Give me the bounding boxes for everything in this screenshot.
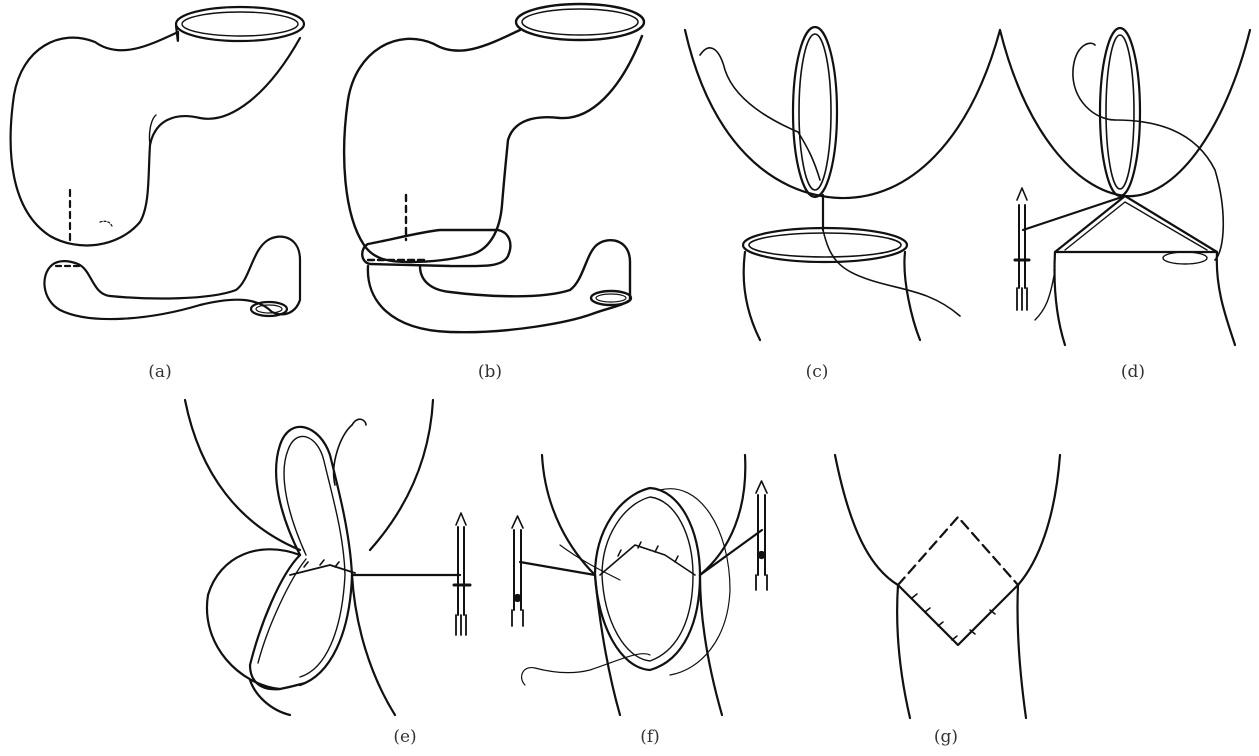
extra-suture-thread (560, 489, 730, 675)
duodenum-left-wall (744, 252, 760, 340)
duodenum-right-wall (904, 252, 920, 340)
duodenum-outline (250, 575, 395, 715)
duodenal-stump-triangle (1055, 196, 1217, 252)
panel-e-diagram (180, 395, 500, 720)
stomach-outline (185, 400, 433, 550)
anastomosis-ring (595, 488, 700, 670)
panel-g-diagram (830, 450, 1070, 720)
caption-e: (e) (375, 727, 435, 747)
caption-a: (a) (130, 362, 190, 382)
stomach-outline (685, 30, 1000, 198)
stomach-outline (542, 455, 745, 575)
suture-line (600, 545, 695, 575)
right-needle-holder-icon (756, 481, 767, 590)
caption-g: (g) (916, 727, 976, 747)
panel-f-diagram (490, 450, 800, 720)
duodenum-outline (1054, 252, 1235, 345)
panel-d-diagram (995, 20, 1259, 350)
panel-c-diagram (680, 20, 1010, 350)
gastric-loop (276, 427, 352, 685)
duodenum-outline (44, 237, 300, 319)
suture-thread (1073, 43, 1115, 120)
suture-thread (334, 425, 352, 485)
stomach-outline (11, 32, 300, 245)
stomach-outline (835, 455, 1060, 585)
caption-f: (f) (620, 727, 680, 747)
duodenal-opening (1163, 252, 1207, 264)
needle-holder-icon (1015, 188, 1029, 310)
anastomosis-upper-dashed (898, 517, 1018, 585)
left-needle-holder-icon (512, 516, 523, 626)
traction-suture (1023, 196, 1125, 230)
panel-a-diagram (0, 0, 320, 330)
caption-d: (d) (1103, 362, 1163, 382)
caption-b: (b) (460, 362, 520, 382)
duodenum-outline (368, 240, 630, 332)
stomach-outline (1000, 30, 1250, 196)
posterior-flap (250, 555, 304, 689)
caption-c: (c) (787, 362, 847, 382)
duodenal-opening (591, 291, 631, 305)
stomach-outline (344, 30, 642, 262)
suture-tail (823, 230, 960, 316)
left-serosa (207, 549, 300, 689)
panel-b-diagram (330, 0, 660, 340)
